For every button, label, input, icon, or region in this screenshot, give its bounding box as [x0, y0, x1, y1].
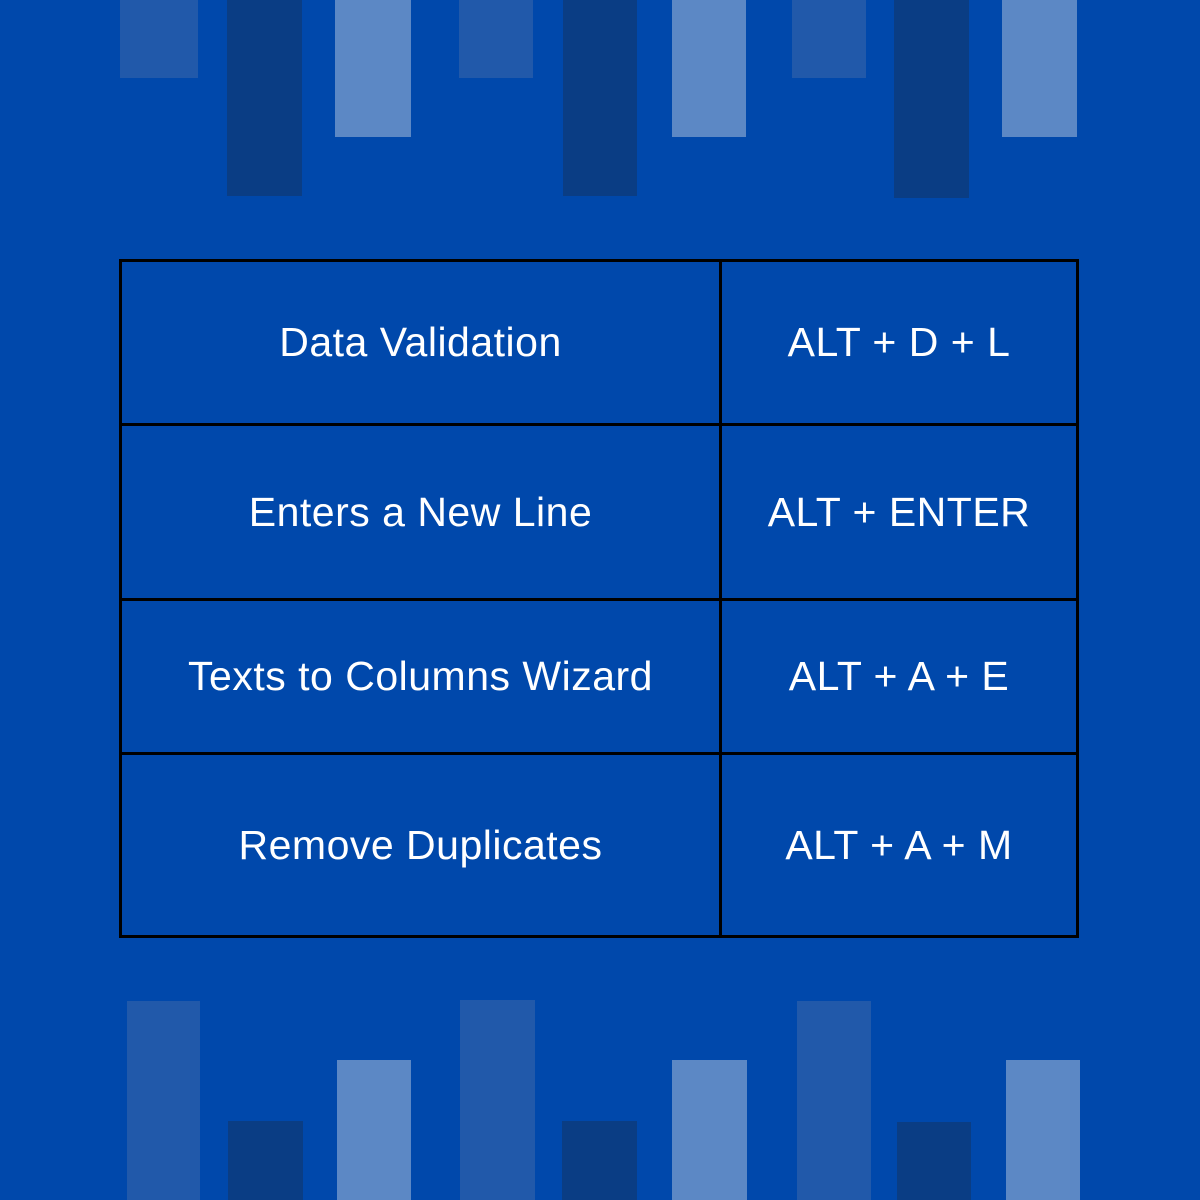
shortcut-name-cell: Enters a New Line [122, 426, 719, 598]
shortcut-name-cell: Data Validation [122, 262, 719, 423]
decorative-bar [1006, 1060, 1080, 1200]
shortcut-name-cell: Remove Duplicates [122, 755, 719, 935]
decorative-bar [562, 1121, 637, 1200]
decorative-bar [460, 1000, 535, 1200]
decorative-bar [228, 1121, 303, 1200]
decorative-bar [672, 0, 746, 137]
decorative-bar [894, 0, 969, 198]
decorative-bar [127, 1001, 200, 1200]
decorative-bar [672, 1060, 747, 1200]
decorative-bar [335, 0, 411, 137]
decorative-bar [120, 0, 198, 78]
decorative-bar [1002, 0, 1077, 137]
decorative-bar [797, 1001, 871, 1200]
shortcut-keys-cell: ALT + A + M [722, 755, 1076, 935]
decorative-bar [563, 0, 637, 196]
decorative-bar [227, 0, 302, 196]
shortcut-keys-cell: ALT + ENTER [722, 426, 1076, 598]
decorative-bar [337, 1060, 411, 1200]
decorative-bar [792, 0, 866, 78]
shortcut-keys-cell: ALT + D + L [722, 262, 1076, 423]
decorative-bar [897, 1122, 971, 1200]
shortcuts-table: Data Validation ALT + D + L Enters a New… [119, 259, 1079, 938]
shortcut-keys-cell: ALT + A + E [722, 601, 1076, 752]
decorative-bar [459, 0, 533, 78]
shortcut-name-cell: Texts to Columns Wizard [122, 601, 719, 752]
